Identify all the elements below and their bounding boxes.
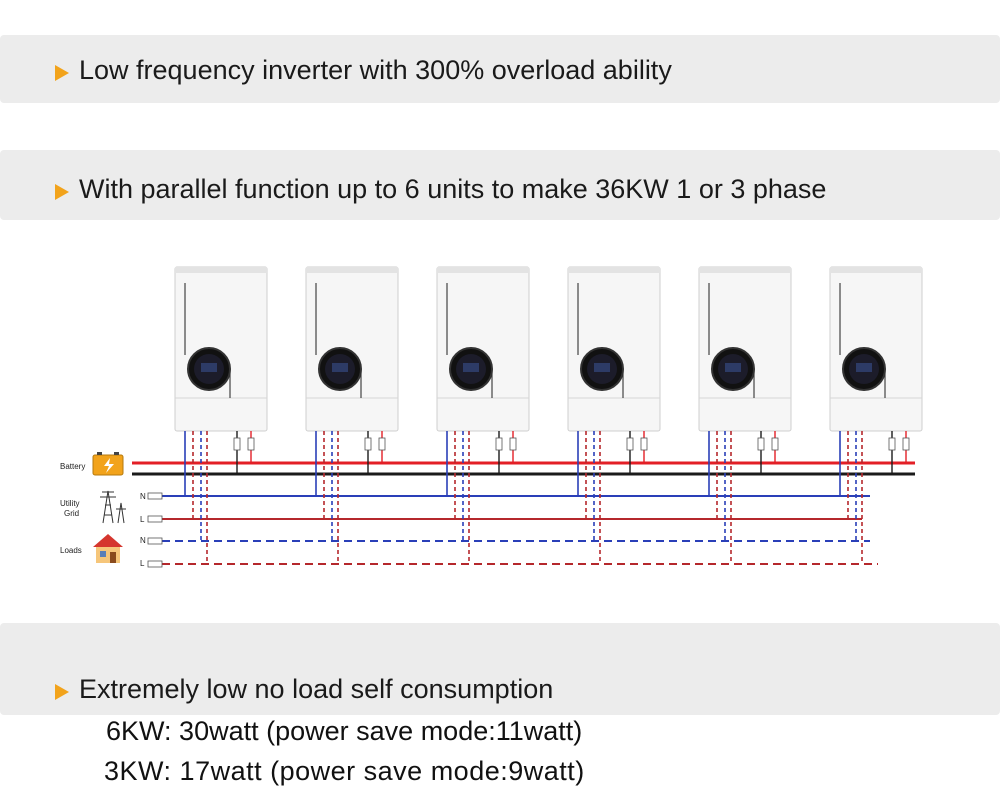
feature-band-2: [0, 150, 1000, 220]
inverter-units: [174, 266, 923, 432]
wiring: [132, 431, 915, 565]
inverter-trim: [446, 283, 493, 398]
spec-3kw-consumption: 17watt: [179, 756, 263, 786]
diagram-legend: Battery Utility Grid Loads N L N L: [60, 452, 163, 568]
display-lcd: [725, 363, 741, 372]
inverter-top: [568, 267, 660, 273]
feature-3: Extremely low no load self consumption: [55, 674, 553, 705]
inverter-unit: [698, 266, 792, 432]
feature-1-text: Low frequency inverter with 300% overloa…: [79, 55, 672, 85]
inverter-unit: [305, 266, 399, 432]
loads-n-tag: N: [140, 536, 146, 545]
display-lcd: [332, 363, 348, 372]
fuse-icon: [247, 437, 255, 451]
inverter-unit: [436, 266, 530, 432]
feature-band-1: [0, 35, 1000, 103]
inverter-body: [567, 266, 661, 432]
utility-n-tag: N: [140, 492, 146, 501]
inverter-top: [830, 267, 922, 273]
spec-6kw-save-mode: (power save mode:11watt): [266, 716, 583, 746]
feature-1: Low frequency inverter with 300% overloa…: [55, 55, 672, 86]
bullet-arrow-icon: [55, 64, 69, 81]
spec-6kw-model: 6KW:: [106, 716, 172, 746]
inverter-trim: [708, 283, 755, 398]
feature-2-text: With parallel function up to 6 units to …: [79, 174, 827, 204]
spec-6kw: 6KW: 30watt (power save mode:11watt): [106, 716, 582, 747]
inverter-top: [437, 267, 529, 273]
fuse-icon: [626, 437, 634, 451]
utility-label: Utility: [60, 499, 80, 508]
loads-l-tag: L: [140, 559, 145, 568]
inverter-unit: [174, 266, 268, 432]
inverter-unit: [567, 266, 661, 432]
loads-label: Loads: [60, 546, 82, 555]
utility-tower-icon: [100, 490, 126, 524]
fuse-icon: [888, 437, 896, 451]
display-lcd: [463, 363, 479, 372]
spec-3kw: 3KW: 17watt (power save mode:9watt): [104, 756, 585, 787]
house-icon: [93, 534, 123, 563]
terminal-blocks: [147, 492, 163, 568]
inverter-top: [699, 267, 791, 273]
inverter-trim: [577, 283, 624, 398]
inverter-body: [174, 266, 268, 432]
inverter-unit: [829, 266, 923, 432]
feature-3-text: Extremely low no load self consumption: [79, 674, 554, 704]
spec-6kw-consumption: 30watt: [179, 716, 259, 746]
bullet-arrow-icon: [55, 683, 69, 700]
spec-3kw-model: 3KW:: [104, 756, 172, 786]
fuse-icon: [757, 437, 765, 451]
inverter-top: [306, 267, 398, 273]
inverter-body: [829, 266, 923, 432]
fuse-icon: [495, 437, 503, 451]
fuse-icon: [509, 437, 517, 451]
bullet-arrow-icon: [55, 183, 69, 200]
fuse-icon: [640, 437, 648, 451]
battery-label: Battery: [60, 462, 85, 471]
fuse-icon: [902, 437, 910, 451]
display-lcd: [201, 363, 217, 372]
battery-icon: [92, 452, 124, 476]
inverter-trim: [184, 283, 231, 398]
display-lcd: [594, 363, 610, 372]
utility-l-tag: L: [140, 515, 145, 524]
fuse-icon: [233, 437, 241, 451]
inverter-top: [175, 267, 267, 273]
spec-3kw-save-mode: (power save mode:9watt): [270, 756, 585, 786]
inverter-body: [305, 266, 399, 432]
inverter-trim: [315, 283, 362, 398]
fuse-icon: [364, 437, 372, 451]
feature-band-3: [0, 623, 1000, 715]
feature-2: With parallel function up to 6 units to …: [55, 174, 826, 205]
parallel-wiring-diagram: Battery Utility Grid Loads N L N L: [60, 266, 923, 568]
inverter-body: [698, 266, 792, 432]
display-lcd: [856, 363, 872, 372]
fuse-icon: [771, 437, 779, 451]
grid-label: Grid: [64, 509, 79, 518]
inverter-body: [436, 266, 530, 432]
inverter-trim: [839, 283, 886, 398]
fuse-icon: [378, 437, 386, 451]
